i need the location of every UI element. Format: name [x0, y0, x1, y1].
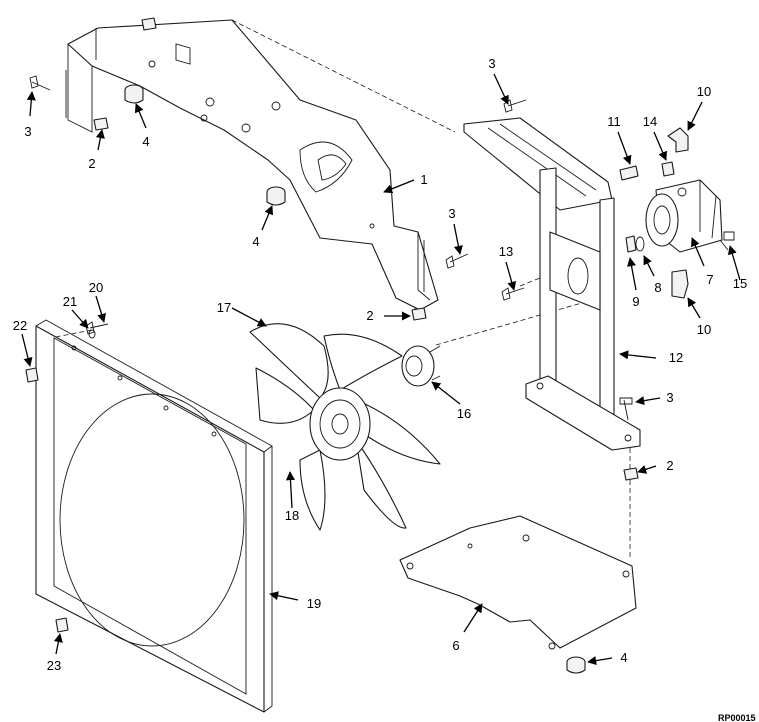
callout-4: 4	[142, 134, 149, 149]
cooling-fan	[249, 323, 441, 531]
nut-top-left	[93, 117, 109, 131]
callout-22: 22	[13, 318, 27, 333]
callout-4: 4	[252, 234, 259, 249]
callout-4: 4	[620, 650, 627, 665]
shroud-clip-top	[25, 367, 39, 383]
bolt-left	[29, 75, 51, 91]
shroud-washer	[88, 329, 96, 339]
callout-3: 3	[488, 56, 495, 71]
callout-leaders	[21, 73, 741, 666]
nut-top	[141, 17, 157, 31]
callout-11: 11	[607, 114, 621, 129]
callout-8: 8	[654, 280, 661, 295]
callout-9: 9	[632, 294, 639, 309]
callout-23: 23	[47, 658, 61, 673]
pump-fitting-top	[667, 127, 689, 153]
callout-2: 2	[88, 156, 95, 171]
callout-7: 7	[706, 272, 713, 287]
shroud-bolt	[85, 321, 109, 335]
upper-mounting-bracket	[65, 19, 439, 311]
nut-bracket-bottom	[411, 307, 427, 321]
bolt-bracket-right	[445, 253, 469, 269]
isolator-mount-middle	[266, 186, 286, 206]
callout-14: 14	[643, 114, 657, 129]
callout-2: 2	[666, 458, 673, 473]
callout-3: 3	[24, 124, 31, 139]
fan-hub	[401, 345, 441, 387]
base-plate	[399, 515, 637, 650]
callout-3: 3	[666, 390, 673, 405]
bolt-stand-foot	[619, 397, 633, 421]
callout-18: 18	[285, 508, 299, 523]
callout-16: 16	[457, 406, 471, 421]
pump-mounting-stand	[463, 117, 641, 451]
pump-plug	[661, 161, 675, 177]
fan-shroud	[35, 319, 273, 713]
callout-19: 19	[307, 596, 321, 611]
callout-labels: 1 2 2 2 3 3 3 3 4 4 4 6 7 8 9 10 10 11 1…	[13, 56, 747, 673]
pump-shaft-nut	[625, 235, 637, 253]
isolator-mount-upper	[124, 84, 144, 104]
pump-bolt	[719, 231, 735, 251]
callout-10: 10	[697, 322, 711, 337]
callout-12: 12	[669, 350, 683, 365]
callout-15: 15	[733, 276, 747, 291]
callout-6: 6	[452, 638, 459, 653]
reference-code: RP00015	[718, 713, 756, 722]
hydraulic-pump	[645, 179, 723, 253]
callout-17: 17	[217, 300, 231, 315]
callout-21: 21	[63, 294, 77, 309]
callout-1: 1	[420, 172, 427, 187]
callout-10: 10	[697, 84, 711, 99]
callout-3: 3	[448, 206, 455, 221]
nut-stand-foot	[623, 467, 639, 481]
drive-bolt	[501, 287, 525, 301]
callout-13: 13	[499, 244, 513, 259]
callout-20: 20	[89, 280, 103, 295]
pump-fitting-side	[619, 165, 639, 181]
pump-shaft-washer	[635, 236, 645, 252]
shroud-clip-bottom	[55, 617, 69, 633]
isolator-mount-lower	[566, 656, 586, 674]
pump-fitting-bottom	[671, 269, 689, 299]
callout-2: 2	[366, 308, 373, 323]
